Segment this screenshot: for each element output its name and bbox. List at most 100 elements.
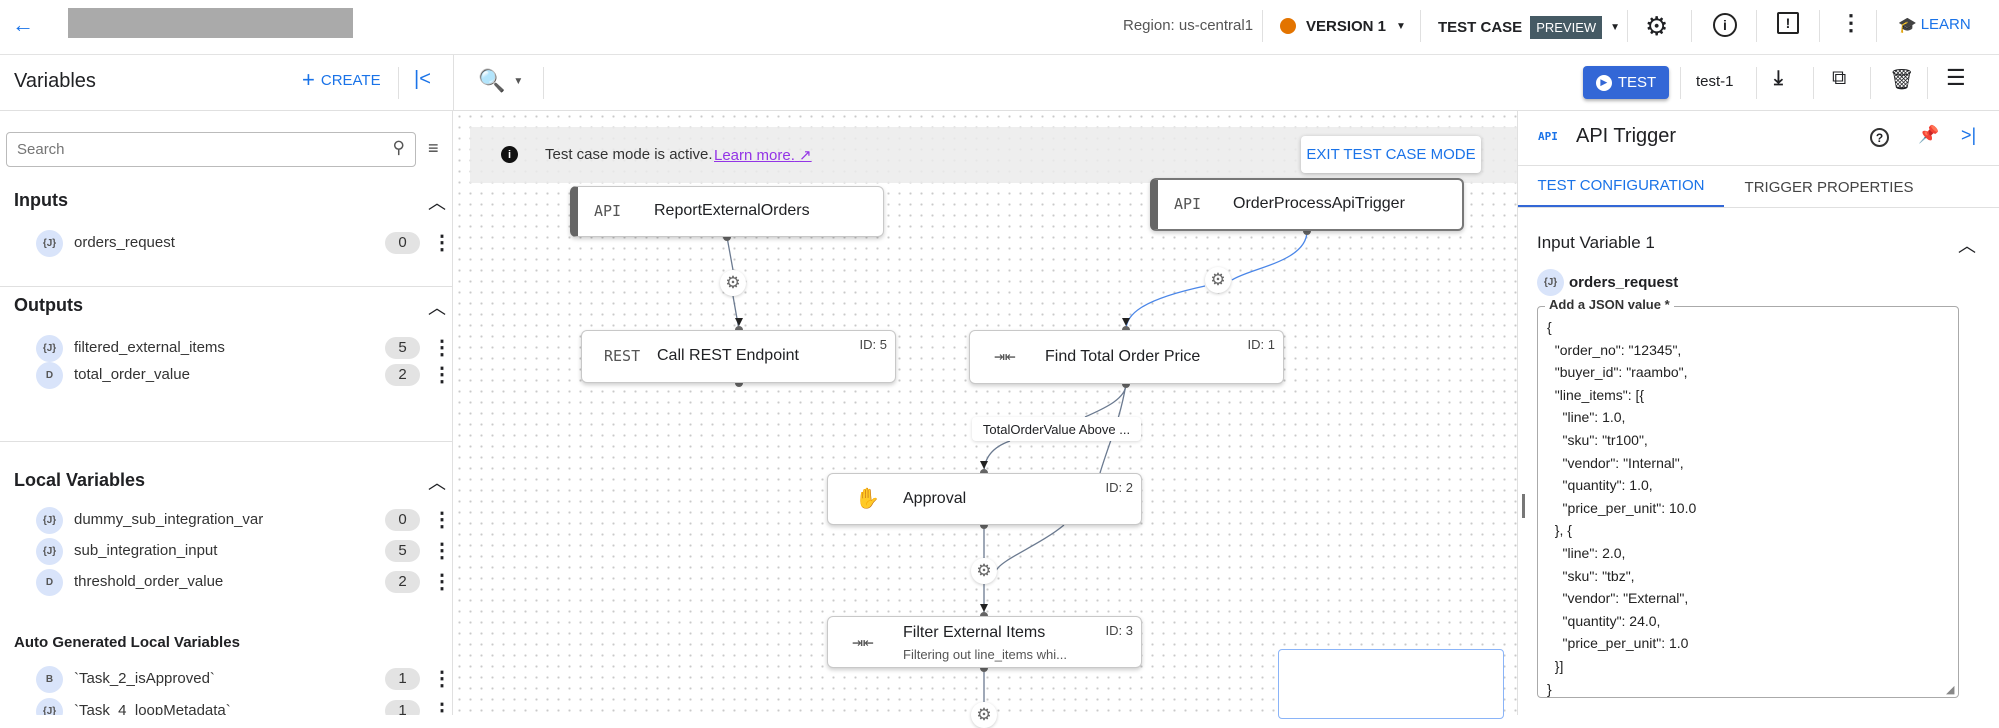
version-status-dot [1280, 18, 1296, 34]
api-trigger-panel: API API Trigger ? 📌 >| TEST CONFIGURATIO… [1517, 111, 1999, 715]
node-report-external-orders[interactable]: API ReportExternalOrders [570, 186, 884, 237]
tab-trigger-properties[interactable]: TRIGGER PROPERTIES [1724, 166, 1934, 208]
info-icon[interactable]: i [1713, 13, 1737, 37]
variables-panel: ⚲ ≡ Inputs ︿ {J} orders_request 0 ⋮ Outp… [0, 111, 453, 715]
tab-test-configuration[interactable]: TEST CONFIGURATION [1518, 166, 1724, 208]
feedback-icon[interactable]: ! [1777, 12, 1799, 34]
section-title-outputs: Outputs [14, 295, 83, 315]
minimap[interactable] [1278, 649, 1504, 719]
node-title: OrderProcessApiTrigger [1233, 195, 1405, 212]
search-field[interactable] [17, 141, 357, 158]
variable-row[interactable]: {J} sub_integration_input 5 ⋮ [0, 536, 452, 566]
api-icon: API [594, 202, 622, 220]
variable-row[interactable]: B `Task_2_isApproved` 1 ⋮ [0, 664, 452, 694]
gear-icon[interactable]: ⚙ [1205, 267, 1231, 293]
usage-count-badge: 2 [385, 571, 420, 593]
more-vert-icon[interactable]: ⋮ [432, 571, 452, 593]
json-type-chip: {J} [36, 230, 63, 257]
node-filter-external-items[interactable]: ⇥⇤ Filter External Items Filtering out l… [827, 616, 1142, 668]
learn-button[interactable]: 🎓LEARN [1898, 16, 1971, 34]
json-value-textarea[interactable] [1537, 306, 1959, 698]
test-case-selector[interactable]: TEST CASE PREVIEW ▼ [1438, 14, 1620, 40]
variable-row[interactable]: {J} filtered_external_items 5 ⋮ [0, 333, 452, 363]
tab-label: TEST CONFIGURATION [1537, 177, 1705, 194]
create-variable-button[interactable]: + CREATE [302, 67, 381, 92]
back-arrow-icon[interactable]: ← [12, 12, 34, 37]
more-vert-icon[interactable]: ⋮ [432, 364, 452, 386]
more-vert-icon[interactable]: ⋮ [432, 668, 452, 690]
version-selector[interactable]: VERSION 1 ▼ [1280, 14, 1406, 38]
test-mode-banner: i Test case mode is active. Learn more. … [470, 127, 1517, 183]
more-vert-icon[interactable]: ⋮ [432, 540, 452, 562]
settings-gear-icon[interactable]: ⚙ [1645, 11, 1669, 41]
plus-icon: + [302, 67, 315, 92]
section-title-local-variables: Local Variables [14, 470, 146, 490]
main-toolbar: Variables +CREATE |< 🔍▼ ▶TEST test-1 ⤓ ⧉… [0, 55, 1999, 111]
app-header: ← Region: us-central1 VERSION 1 ▼ TEST C… [0, 0, 1999, 55]
learn-label: LEARN [1920, 16, 1971, 33]
node-title: Filter External Items [903, 624, 1046, 641]
variable-row[interactable]: {J} orders_request 0 ⋮ [0, 228, 452, 258]
json-type-chip: {J} [1537, 269, 1564, 296]
help-icon[interactable]: ? [1870, 128, 1889, 147]
gear-icon[interactable]: ⚙ [720, 270, 746, 296]
usage-count-badge: 1 [385, 700, 420, 715]
node-call-rest-endpoint[interactable]: REST Call REST Endpoint ID: 5 [581, 330, 896, 383]
gear-icon[interactable]: ⚙ [971, 558, 997, 584]
play-icon: ▶ [1595, 74, 1612, 91]
create-label: CREATE [320, 71, 381, 89]
more-vert-icon[interactable]: ⋮ [1840, 10, 1862, 35]
node-find-total-order-price[interactable]: ⇥⇤ Find Total Order Price ID: 1 [969, 330, 1284, 384]
resize-handle-icon[interactable]: ◢ [1946, 684, 1955, 696]
node-title: ReportExternalOrders [654, 202, 810, 219]
variable-name: sub_integration_input [74, 542, 218, 559]
edge-trigger-to-find [1125, 230, 1308, 331]
chevron-up-icon[interactable]: ︿ [428, 298, 446, 318]
variable-row[interactable]: D threshold_order_value 2 ⋮ [0, 567, 452, 597]
more-vert-icon[interactable]: ⋮ [432, 700, 452, 715]
learn-more-link[interactable]: Learn more. ↗ [714, 146, 812, 164]
edge-condition-label[interactable]: TotalOrderValue Above ... [972, 417, 1141, 441]
double-type-chip: D [36, 569, 63, 596]
test-case-name[interactable]: test-1 [1696, 73, 1734, 90]
menu-lines-icon[interactable]: ☰ [1946, 65, 1966, 90]
data-mapping-icon: ⇥⇤ [852, 632, 874, 653]
node-approval[interactable]: ✋ Approval ID: 2 [827, 473, 1142, 525]
variable-name: `Task_4_loopMetadata` [74, 702, 231, 715]
download-icon[interactable]: ⤓ [1774, 67, 1783, 89]
variable-name: `Task_2_isApproved` [74, 670, 215, 687]
search-input[interactable]: ⚲ [6, 132, 416, 167]
api-icon: API [1174, 195, 1202, 213]
variable-row[interactable]: {J} `Task_4_loopMetadata` 1 ⋮ [0, 696, 452, 715]
delete-icon[interactable]: 🗑 [1889, 69, 1915, 91]
data-mapping-icon: ⇥⇤ [994, 346, 1016, 367]
variable-row[interactable]: D total_order_value 2 ⋮ [0, 360, 452, 390]
region-label: Region: us-central1 [1123, 17, 1254, 34]
gear-icon[interactable]: ⚙ [971, 702, 997, 728]
node-order-process-api-trigger[interactable]: API OrderProcessApiTrigger [1150, 178, 1464, 231]
tab-label: TRIGGER PROPERTIES [1744, 178, 1914, 196]
copy-icon[interactable]: ⧉ [1832, 67, 1847, 89]
close-panel-icon[interactable]: >| [1961, 125, 1977, 145]
variable-row[interactable]: {J} dummy_sub_integration_var 0 ⋮ [0, 505, 452, 535]
more-vert-icon[interactable]: ⋮ [432, 509, 452, 531]
chevron-up-icon[interactable]: ︿ [428, 473, 446, 493]
node-subtitle: Filtering out line_items whi... [903, 647, 1068, 662]
chevron-up-icon[interactable]: ︿ [428, 193, 446, 213]
test-button[interactable]: ▶TEST [1583, 66, 1669, 99]
json-type-chip: {J} [36, 538, 63, 565]
sort-filter-icon[interactable]: ≡ [428, 138, 439, 158]
collapse-panel-icon[interactable]: |< [414, 68, 431, 90]
json-value-text[interactable]: { "order_no": "12345", "buyer_id": "raam… [1547, 319, 1697, 697]
panel-resize-handle[interactable] [1522, 494, 1525, 518]
more-vert-icon[interactable]: ⋮ [432, 232, 452, 254]
exit-test-case-mode-button[interactable]: EXIT TEST CASE MODE [1301, 136, 1481, 173]
pin-icon[interactable]: 📌 [1918, 125, 1940, 144]
zoom-menu[interactable]: 🔍▼ [478, 68, 523, 94]
node-id: ID: 1 [1247, 337, 1275, 352]
chevron-up-icon[interactable]: ︿ [1958, 236, 1976, 256]
more-vert-icon[interactable]: ⋮ [432, 337, 452, 359]
school-icon: 🎓 [1898, 17, 1917, 34]
json-type-chip: {J} [36, 507, 63, 534]
json-field-label: Add a JSON value * [1545, 297, 1674, 312]
